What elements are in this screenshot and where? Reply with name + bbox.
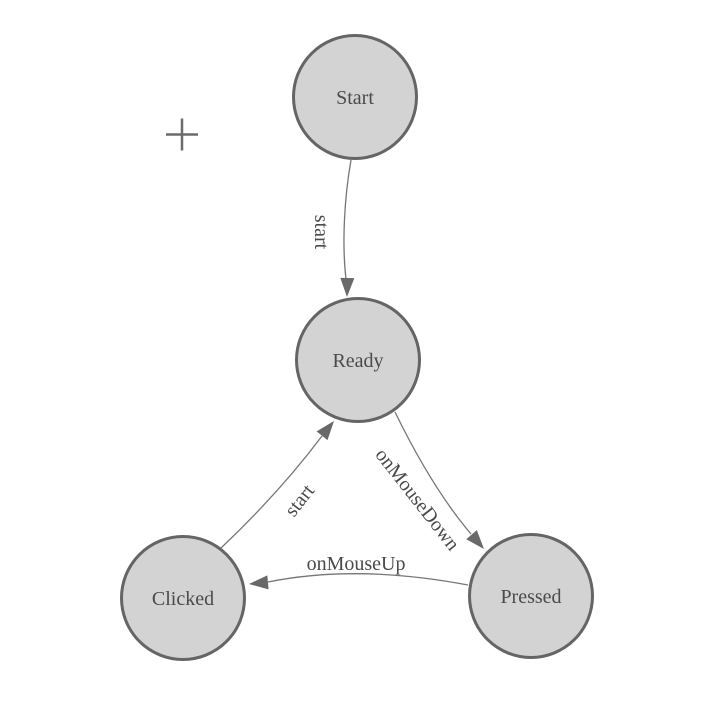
node-label-pressed: Pressed (500, 586, 561, 608)
arrowhead-icon-pressed-to-clicked (249, 575, 269, 590)
edge-label-pressed-to-clicked: onMouseUp (307, 553, 406, 575)
edge-label-start-to-ready: start (310, 215, 332, 250)
transition-edge-ready-to-pressed[interactable] (394, 411, 472, 535)
edge-label-clicked-to-ready: start (281, 480, 320, 521)
transition-edge-pressed-to-clicked[interactable] (267, 573, 469, 586)
transition-edge-start-to-ready[interactable] (343, 159, 352, 280)
state-node-start[interactable]: Start (292, 34, 418, 160)
node-circle-clicked[interactable] (120, 535, 246, 661)
node-circle-ready[interactable] (295, 297, 421, 423)
node-label-ready: Ready (332, 350, 383, 372)
arrowhead-icon-ready-to-pressed (466, 530, 484, 549)
state-node-pressed[interactable]: Pressed (468, 533, 594, 659)
node-label-start: Start (336, 87, 374, 109)
state-node-clicked[interactable]: Clicked (120, 535, 246, 661)
arrowhead-icon-clicked-to-ready (316, 421, 334, 441)
transition-edge-clicked-to-ready[interactable] (220, 435, 323, 549)
arrowhead-icon-start-to-ready (340, 277, 355, 297)
state-node-ready[interactable]: Ready (295, 297, 421, 423)
node-label-clicked: Clicked (152, 588, 214, 610)
node-circle-pressed[interactable] (468, 533, 594, 659)
edge-label-ready-to-pressed: onMouseDown (371, 444, 464, 555)
node-circle-start[interactable] (292, 34, 418, 160)
